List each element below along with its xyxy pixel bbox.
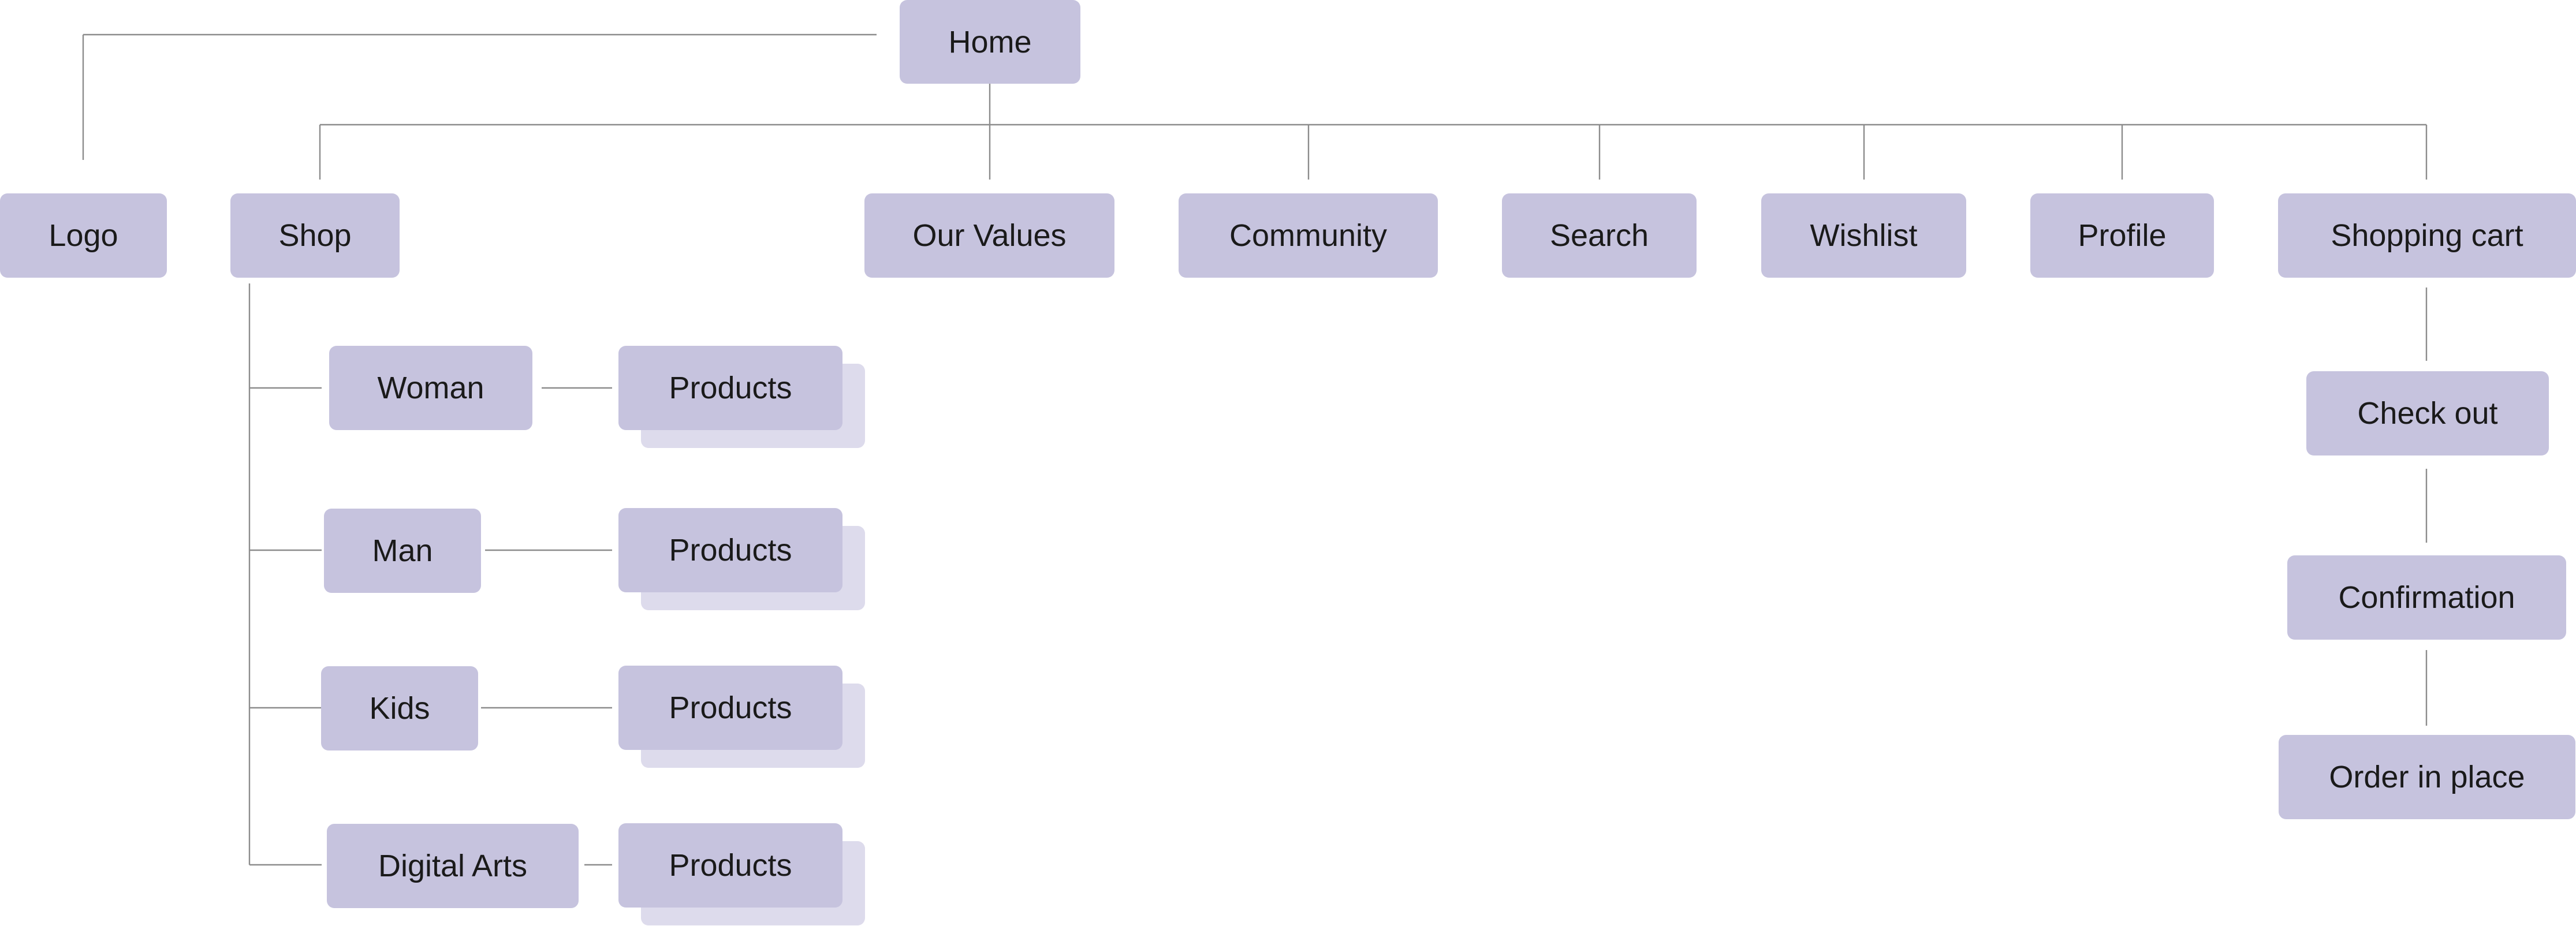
node-woman: Woman: [329, 346, 532, 430]
node-digital-arts: Digital Arts: [327, 824, 579, 908]
node-products-woman: Products: [618, 346, 842, 430]
node-wishlist: Wishlist: [1761, 193, 1966, 278]
node-kids: Kids: [321, 666, 478, 750]
node-products-man: Products: [618, 508, 842, 592]
node-logo: Logo: [0, 193, 167, 278]
node-products-digital-arts: Products: [618, 823, 842, 908]
node-search: Search: [1502, 193, 1697, 278]
node-shop: Shop: [230, 193, 400, 278]
node-profile: Profile: [2030, 193, 2214, 278]
node-shopping-cart: Shopping cart: [2278, 193, 2576, 278]
node-confirmation: Confirmation: [2287, 555, 2566, 640]
node-community: Community: [1179, 193, 1438, 278]
node-check-out: Check out: [2306, 371, 2549, 455]
node-order-in-place: Order in place: [2279, 735, 2575, 819]
node-man: Man: [324, 509, 481, 593]
node-products-kids: Products: [618, 666, 842, 750]
node-our-values: Our Values: [864, 193, 1114, 278]
node-home: Home: [900, 0, 1080, 84]
